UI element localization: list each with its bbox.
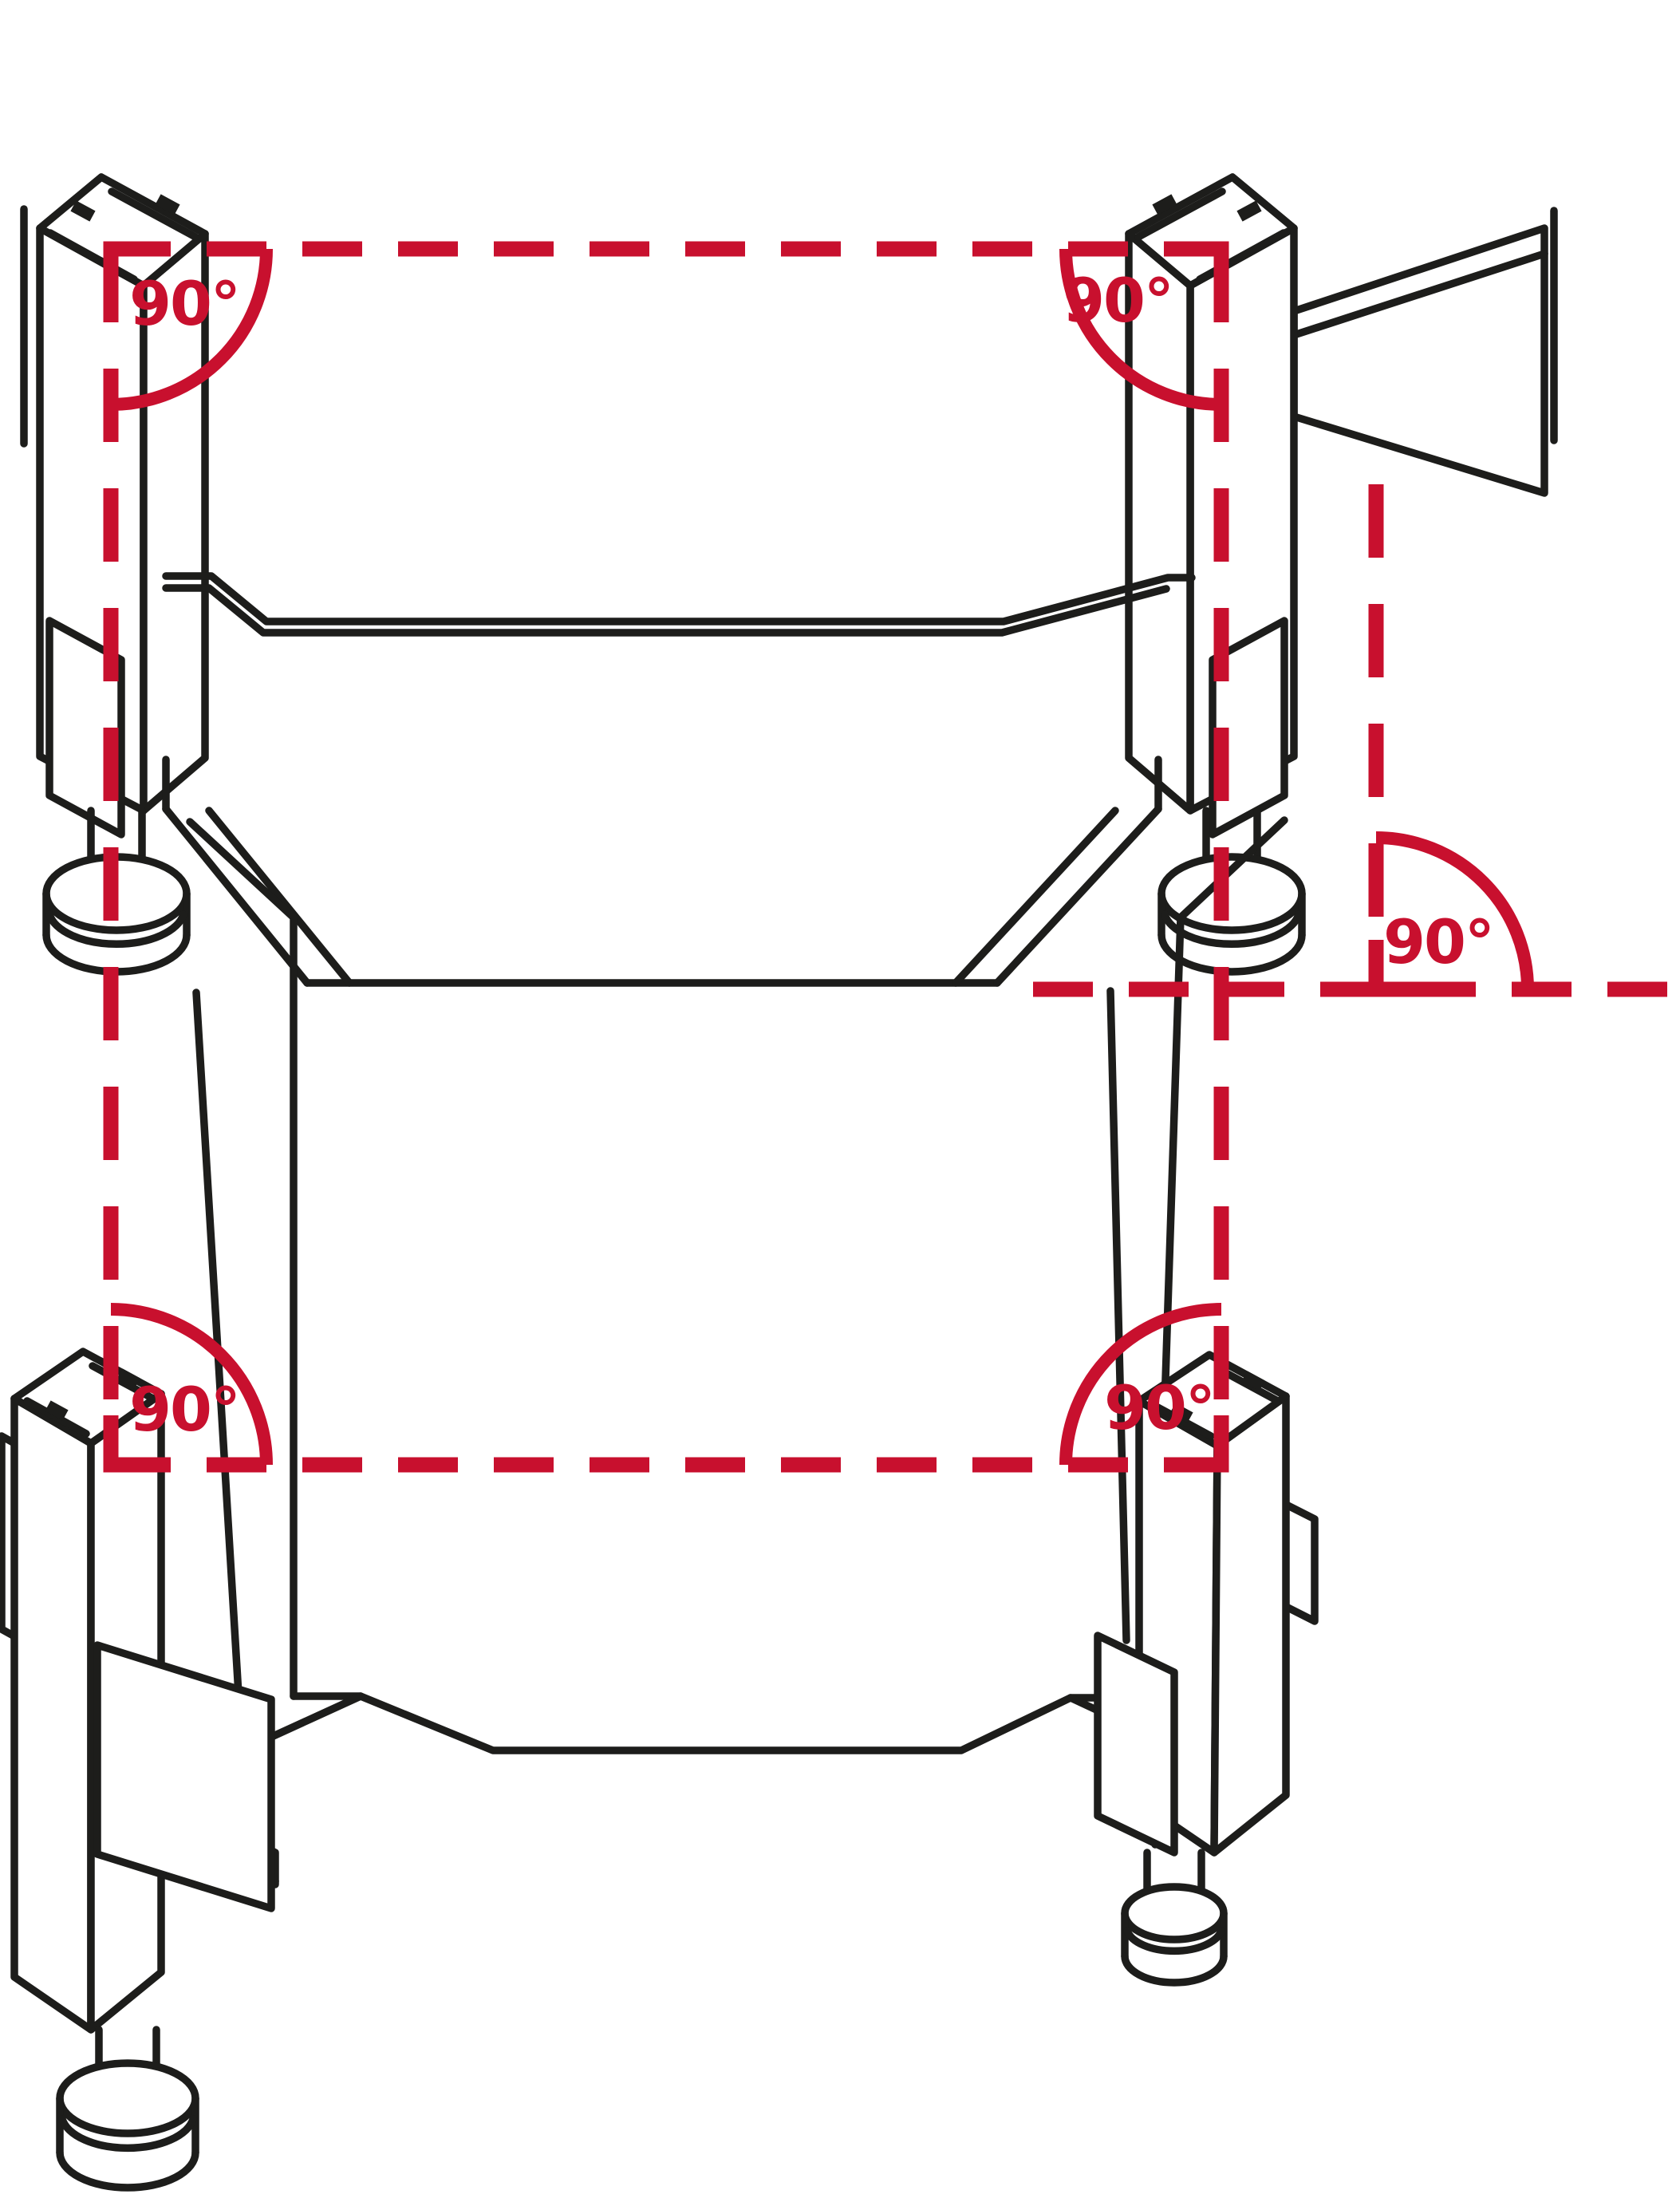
side-members: [186, 816, 1288, 1711]
upper-cross-member: [162, 572, 1196, 987]
angle-label-top-right: 90°: [1063, 265, 1173, 336]
angle-label-top-left: 90°: [129, 268, 239, 339]
side-angle-annotation: [1033, 484, 1680, 997]
angle-arc-bottom-right: [1059, 1303, 1222, 1466]
angle-arc-top-right: [1059, 248, 1222, 411]
angle-label-bottom-right: 90°: [1104, 1372, 1214, 1443]
alignment-rectangle: [103, 241, 1229, 1473]
angle-label-side: 90°: [1383, 906, 1493, 977]
alignment-annotations: 90° 90° 90° 90° 90°: [103, 241, 1680, 1473]
post-front-left: [0, 1348, 275, 2192]
angle-arc-side: [1375, 831, 1534, 990]
corner-angle-arcs: [110, 248, 1222, 1466]
stand-line-art: [0, 173, 1558, 2192]
lower-cross-member: [237, 1692, 1181, 1888]
post-front-right: [1094, 1351, 1319, 1987]
angle-label-bottom-left: 90°: [129, 1374, 239, 1445]
angle-arc-bottom-left: [110, 1303, 273, 1466]
angle-arc-top-left: [110, 248, 273, 411]
